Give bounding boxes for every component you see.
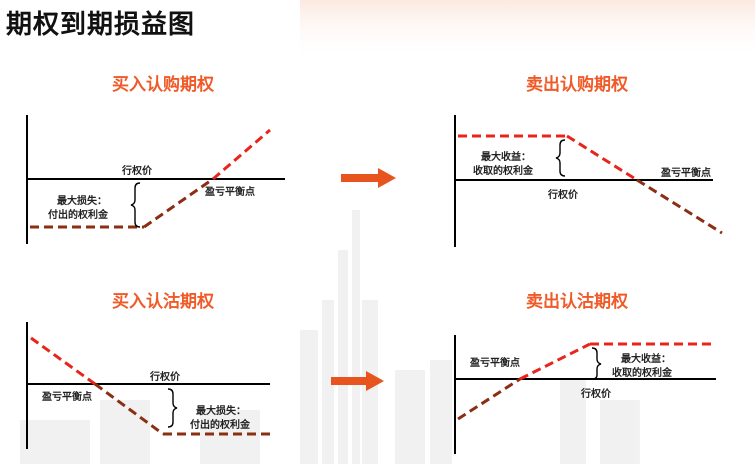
panel-sell-put: 盈亏平衡点 最大收益： 收取的权利金 行权价 [454,335,716,454]
max-value-label-line2: 付出的权利金 [190,418,251,431]
breakeven-label: 盈亏平衡点 [660,166,711,179]
brace-icon [130,182,141,228]
max-value-label-line2: 收取的权利金 [612,366,673,379]
strike-label: 行权价 [149,370,181,383]
profit-segment [212,128,271,181]
breakeven-label: 盈亏平衡点 [469,356,520,369]
profit-segment [30,336,96,386]
breakeven-label: 盈亏平衡点 [41,390,92,403]
profit-rising-segment [519,342,591,381]
loss-segment [636,178,723,235]
panel-title-sell-call: 卖出认购期权 [526,75,628,95]
max-value-label-line2: 收取的权利金 [473,164,534,177]
breakeven-label: 盈亏平衡点 [204,185,255,198]
brace-icon [591,347,602,380]
strike-label: 行权价 [580,387,612,400]
strike-label: 行权价 [547,188,579,201]
brace-icon [167,388,178,428]
arrow-right-icon [331,371,384,391]
arrow-right-icon [341,168,396,188]
panel-buy-call: 行权价 最大损失： 付出的权利金 盈亏平衡点 [26,115,285,244]
max-value-label-line1: 最大收益： [621,352,671,365]
panel-title-buy-put: 买入认沽期权 [112,292,214,312]
max-value-label-line2: 付出的权利金 [48,208,109,221]
loss-falling-segment [94,382,164,436]
panel-buy-put: 行权价 盈亏平衡点 最大损失： 付出的权利金 [26,322,270,449]
max-value-label-line1: 最大损失： [57,194,107,207]
page-title: 期权到期损益图 [6,10,196,40]
profit-falling-segment [566,134,638,182]
max-value-label-line1: 最大损失： [196,404,246,417]
brace-icon [555,139,566,177]
loss-segment [457,377,521,421]
max-value-label-line1: 最大收益： [481,150,531,163]
panel-sell-call: 最大收益： 收取的权利金 盈亏平衡点 行权价 [454,115,723,247]
panel-title-sell-put: 卖出认沽期权 [526,292,628,312]
strike-label: 行权价 [121,164,153,177]
panel-title-buy-call: 买入认购期权 [112,75,214,95]
loss-rising-segment [143,177,214,229]
